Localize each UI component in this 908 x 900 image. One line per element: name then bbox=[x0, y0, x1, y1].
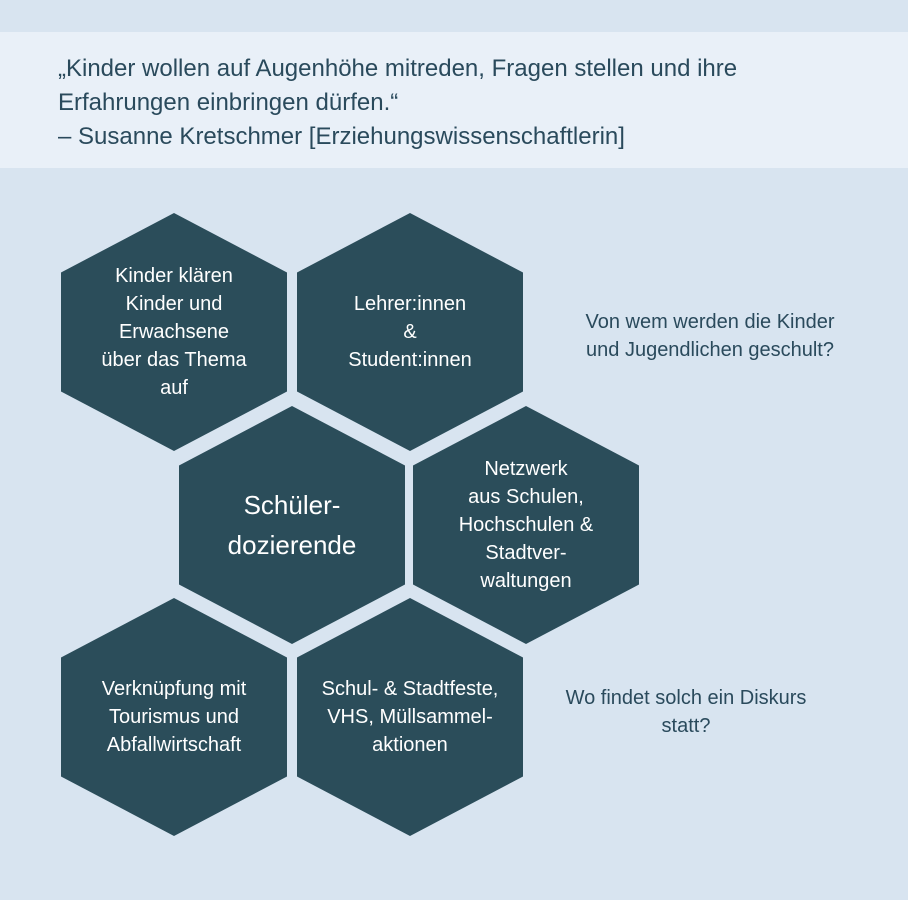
hexagon-bottom-left: Verknüpfung mit Tourismus und Abfallwirt… bbox=[61, 598, 287, 836]
hexagon-label: Netzwerk aus Schulen, Hochschulen & Stad… bbox=[458, 458, 594, 592]
hexagon-label: Kinder klären Kinder und Erwachsene über… bbox=[101, 265, 247, 399]
question-where: Wo findet solch ein Diskurs statt? bbox=[565, 687, 807, 737]
hexagon-right: Netzwerk aus Schulen, Hochschulen & Stad… bbox=[413, 406, 639, 644]
quote-band bbox=[0, 32, 908, 168]
hexagon-top-middle: Lehrer:innen & Student:innen bbox=[297, 213, 523, 451]
hexagon-label: Lehrer:innen & Student:innen bbox=[348, 293, 472, 371]
hexagon-bottom-middle: Schul- & Stadtfeste, VHS, Müllsammel- ak… bbox=[297, 598, 523, 836]
hexagon-center: Schüler- dozierende bbox=[179, 406, 405, 644]
question-who-trains: Von wem werden die Kinder und Jugendlich… bbox=[585, 311, 835, 361]
hexagon-label: Schul- & Stadtfeste, VHS, Müllsammel- ak… bbox=[321, 678, 499, 756]
hexagon-top-left: Kinder klären Kinder und Erwachsene über… bbox=[61, 213, 287, 451]
hexagon-label: Verknüpfung mit Tourismus und Abfallwirt… bbox=[101, 678, 247, 756]
quote-attribution: – Susanne Kretschmer [Erziehungswissensc… bbox=[58, 123, 625, 150]
quote-line-2: Erfahrungen einbringen dürfen.“ bbox=[58, 89, 399, 116]
hexagon-label-center: Schüler- dozierende bbox=[227, 490, 357, 560]
quote: „Kinder wollen auf Augenhöhe mitreden, F… bbox=[58, 52, 858, 154]
quote-line-1: „Kinder wollen auf Augenhöhe mitreden, F… bbox=[58, 55, 738, 82]
